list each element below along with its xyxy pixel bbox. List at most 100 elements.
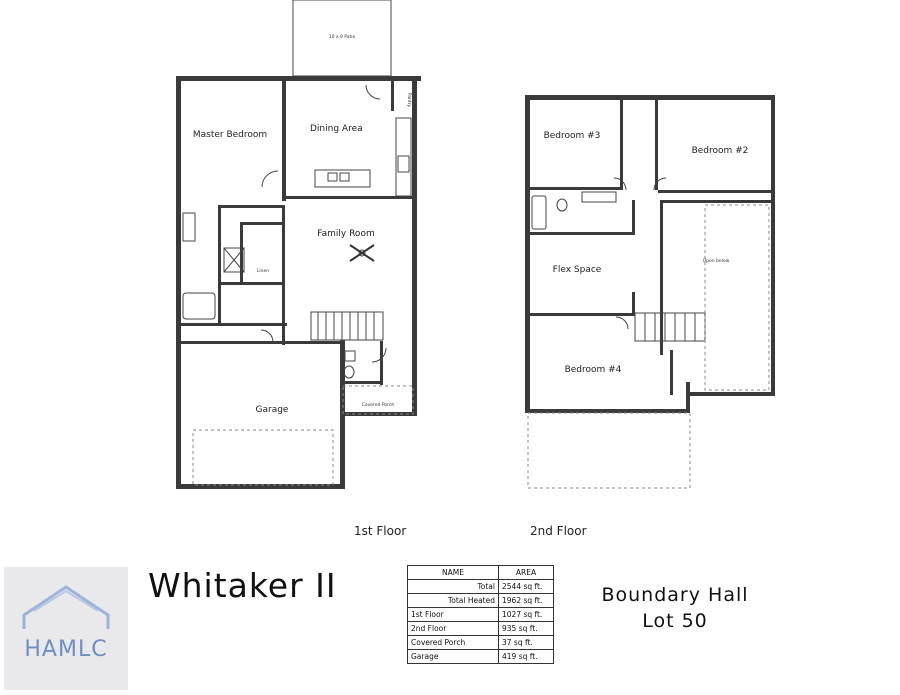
- wall: [686, 392, 775, 396]
- wall: [282, 196, 414, 199]
- wall: [670, 350, 673, 395]
- wall: [686, 382, 690, 412]
- wall: [181, 341, 341, 344]
- room-label-open-below: Open below: [703, 258, 730, 264]
- table-cell-area: 37 sq ft.: [498, 635, 554, 650]
- table-cell-name: Total: [407, 579, 499, 594]
- wall: [525, 409, 690, 413]
- wall: [282, 205, 285, 345]
- vanity: [581, 191, 617, 203]
- wall: [660, 200, 663, 355]
- wall: [218, 205, 284, 208]
- wall: [240, 222, 282, 225]
- wall: [221, 282, 283, 285]
- second-floor-plan: [525, 95, 775, 489]
- wall: [176, 484, 342, 489]
- stairs: [634, 312, 706, 342]
- wall: [771, 95, 775, 395]
- wall: [530, 313, 635, 316]
- room-label-bedroom-2: Bedroom #2: [692, 146, 749, 156]
- wall: [282, 81, 286, 201]
- garage-door-outline: [192, 429, 334, 486]
- table-cell-name: 1st Floor: [407, 607, 499, 622]
- floor-plan-drawing: Master Bedroom Dining Area Family Room G…: [176, 0, 775, 489]
- wall: [176, 76, 421, 81]
- wall: [340, 381, 382, 384]
- wall: [620, 100, 623, 190]
- room-label-pantry: Pantry: [406, 93, 412, 108]
- sink: [327, 172, 338, 182]
- wall: [412, 76, 417, 416]
- wall: [340, 341, 343, 381]
- room-label-linen: Linen: [257, 268, 269, 274]
- room-label-garage: Garage: [256, 405, 289, 415]
- wall: [658, 190, 771, 193]
- wall: [181, 323, 287, 326]
- wall: [240, 222, 243, 282]
- wall: [525, 95, 530, 413]
- table-cell-area: 419 sq ft.: [498, 649, 554, 664]
- table-cell-name: Total Heated: [407, 593, 499, 608]
- bathtub: [182, 292, 216, 320]
- wall: [380, 341, 383, 385]
- table-cell-area: 2544 sq ft.: [498, 579, 554, 594]
- range: [397, 155, 410, 173]
- toilet: [556, 198, 568, 212]
- kitchen-counter: [395, 117, 412, 197]
- room-label-patio: 10 x 9 Patio: [329, 34, 356, 40]
- ceiling-fan-icon: [349, 244, 375, 262]
- table-cell-area: 1027 sq ft.: [498, 607, 554, 622]
- subdivision-name: Boundary Hall: [601, 584, 749, 606]
- stairs: [310, 311, 384, 341]
- second-floor-caption: 2nd Floor: [530, 524, 587, 538]
- room-label-bedroom-4: Bedroom #4: [565, 365, 622, 375]
- room-label-flex-space: Flex Space: [553, 265, 602, 275]
- plan-title: Whitaker II: [148, 566, 337, 605]
- wall: [176, 76, 181, 488]
- wall: [660, 200, 771, 203]
- wall: [525, 95, 775, 100]
- wall: [218, 205, 221, 325]
- table-header-name: NAME: [407, 565, 499, 580]
- table-cell-area: 935 sq ft.: [498, 621, 554, 636]
- sink: [339, 172, 350, 182]
- table-cell-area: 1962 sq ft.: [498, 593, 554, 608]
- logo-text: HAMLC: [24, 637, 108, 662]
- porch-below-outline: [527, 412, 691, 489]
- toilet: [343, 365, 355, 379]
- table-header-area: AREA: [498, 565, 554, 580]
- room-label-covered-porch: Covered Porch: [362, 402, 395, 408]
- wall: [530, 232, 635, 235]
- room-label-master-bedroom: Master Bedroom: [193, 130, 267, 140]
- wall: [530, 187, 622, 190]
- table-cell-name: Garage: [407, 649, 499, 664]
- lot-number: Lot 50: [642, 610, 708, 632]
- first-floor-caption: 1st Floor: [354, 524, 407, 538]
- wall: [391, 81, 394, 111]
- house-outline-icon: [22, 585, 110, 629]
- room-label-bedroom-3: Bedroom #3: [544, 131, 601, 141]
- shower: [223, 247, 245, 273]
- subdivision-info: Boundary Hall Lot 50: [585, 582, 765, 634]
- covered-porch-outline: [342, 385, 414, 415]
- table-cell-name: Covered Porch: [407, 635, 499, 650]
- hamlc-logo: HAMLC: [4, 567, 128, 690]
- room-label-family-room: Family Room: [317, 229, 374, 239]
- table-cell-name: 2nd Floor: [407, 621, 499, 636]
- bathtub: [531, 195, 547, 230]
- open-below-outline: [704, 204, 770, 391]
- room-label-dining-area: Dining Area: [310, 124, 363, 134]
- wall: [655, 100, 658, 190]
- kitchen-island: [314, 169, 371, 188]
- vanity: [182, 212, 196, 242]
- wall: [632, 200, 635, 235]
- wall: [632, 292, 635, 316]
- first-floor-plan: [176, 0, 421, 489]
